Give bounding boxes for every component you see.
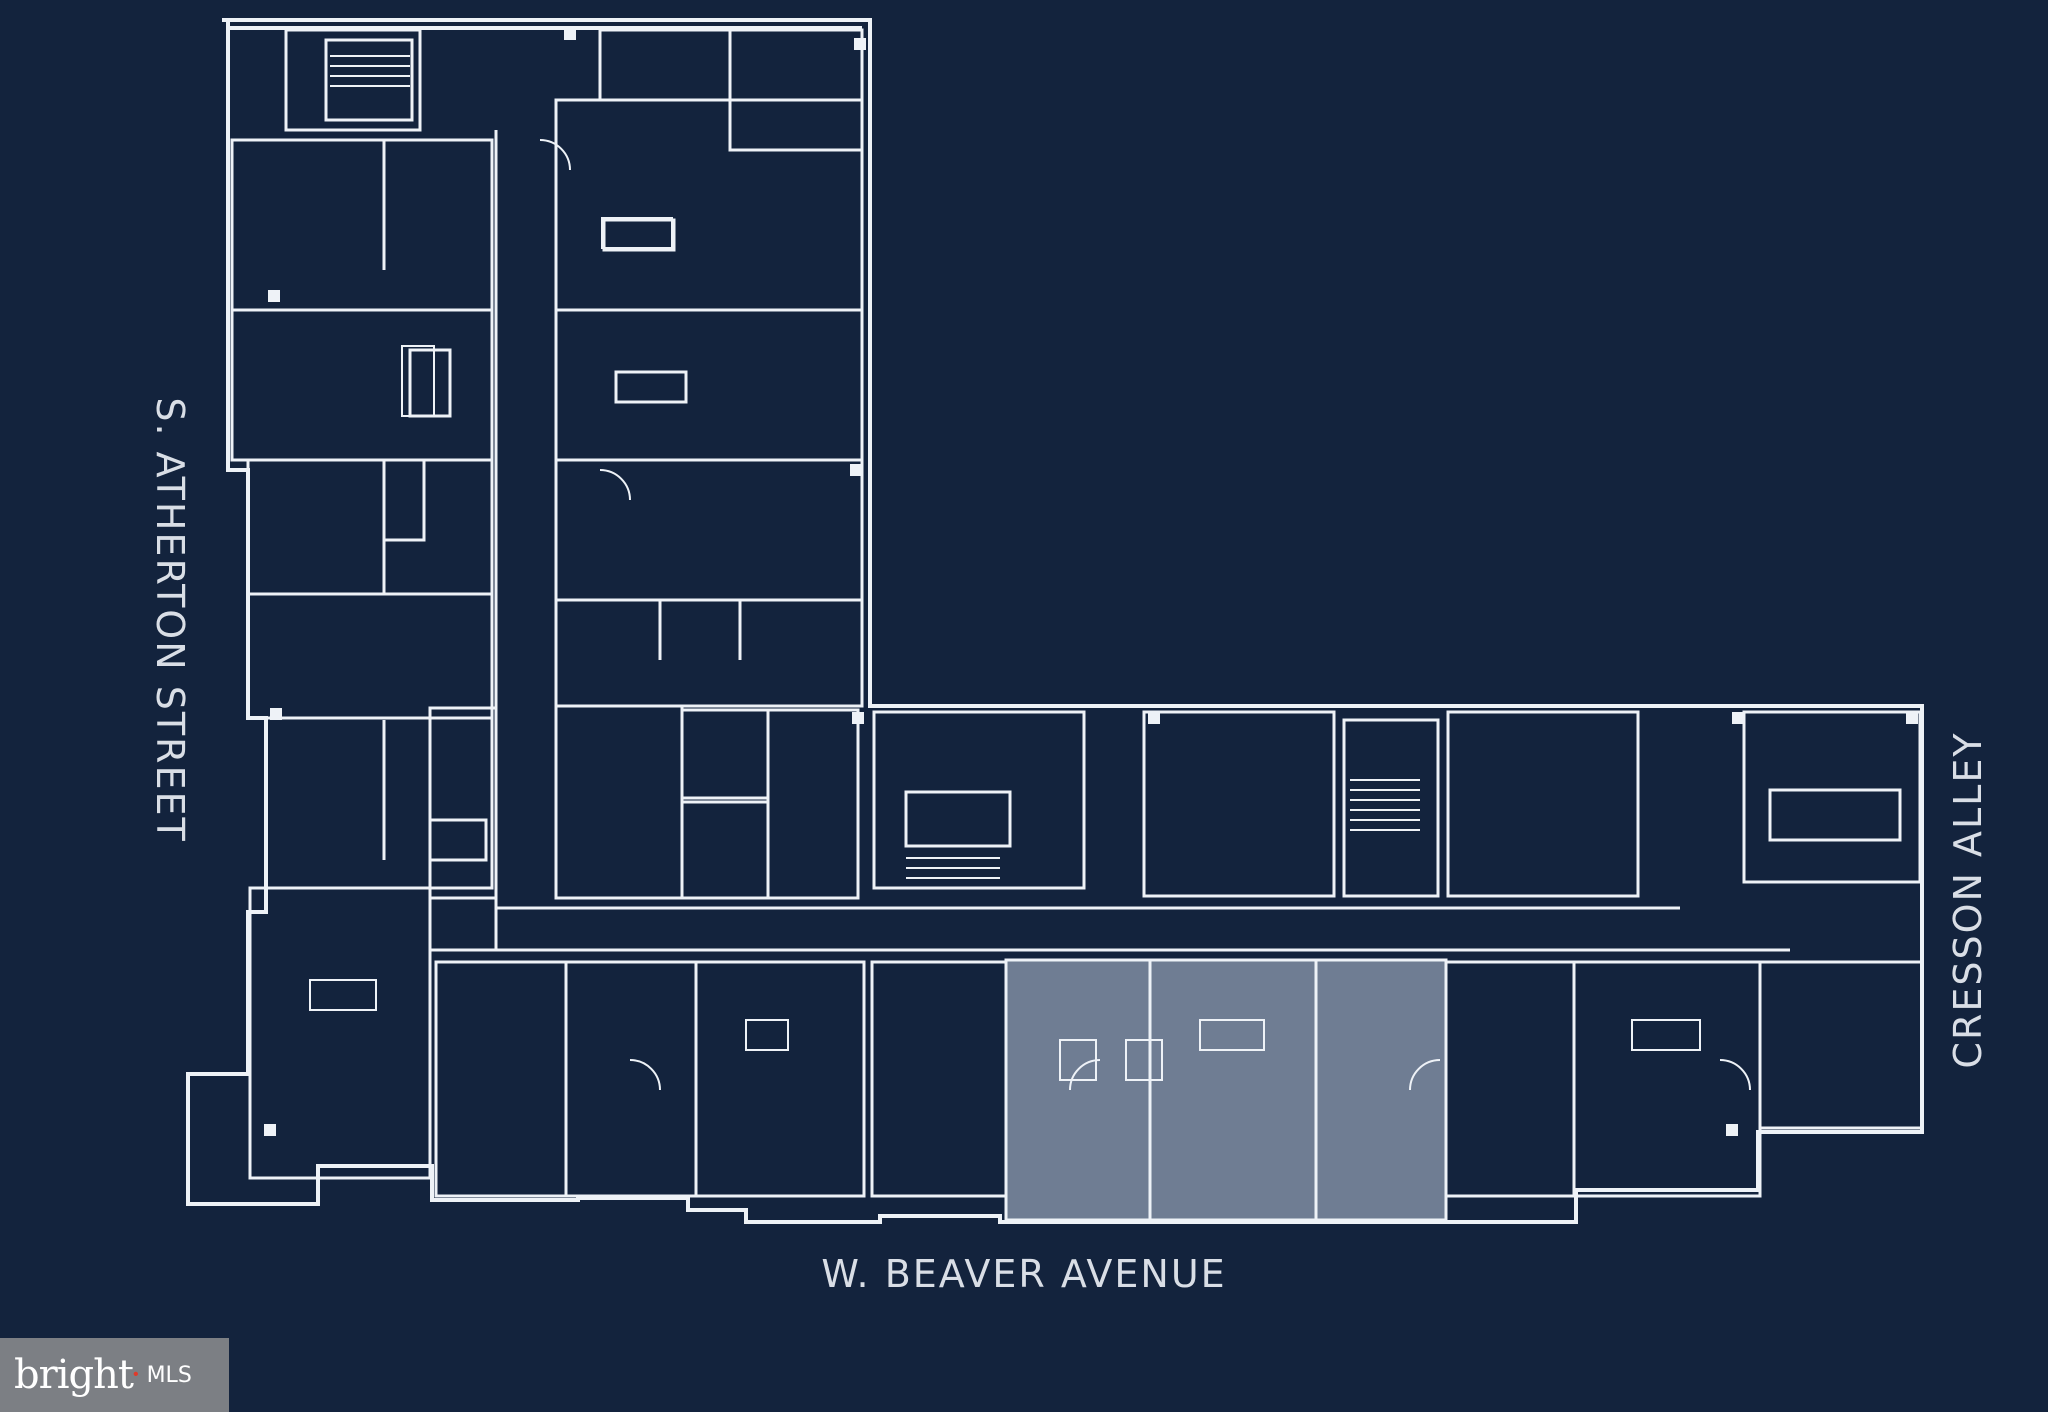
doors [539, 139, 1751, 1091]
columns [264, 28, 1918, 1136]
street-label-right: CRESSON ALLEY [1946, 731, 1990, 1069]
street-label-left: S. ATHERTON STREET [148, 397, 192, 843]
watermark-suffix: MLS [146, 1362, 192, 1388]
watermark-accent-icon: • [132, 1366, 139, 1383]
left-wing-rooms [230, 28, 498, 1180]
highlighted-unit[interactable] [1004, 958, 1448, 1222]
upper-row-rooms [554, 704, 1922, 900]
watermark-brand: bright [14, 1352, 134, 1398]
corridors [430, 100, 1790, 952]
center-wing-rooms [408, 28, 864, 708]
watermark-logo: bright • MLS [0, 1338, 229, 1412]
stairs [330, 55, 1420, 879]
lower-row-rooms [434, 960, 1924, 1220]
street-label-bottom: W. BEAVER AVENUE [821, 1252, 1227, 1296]
